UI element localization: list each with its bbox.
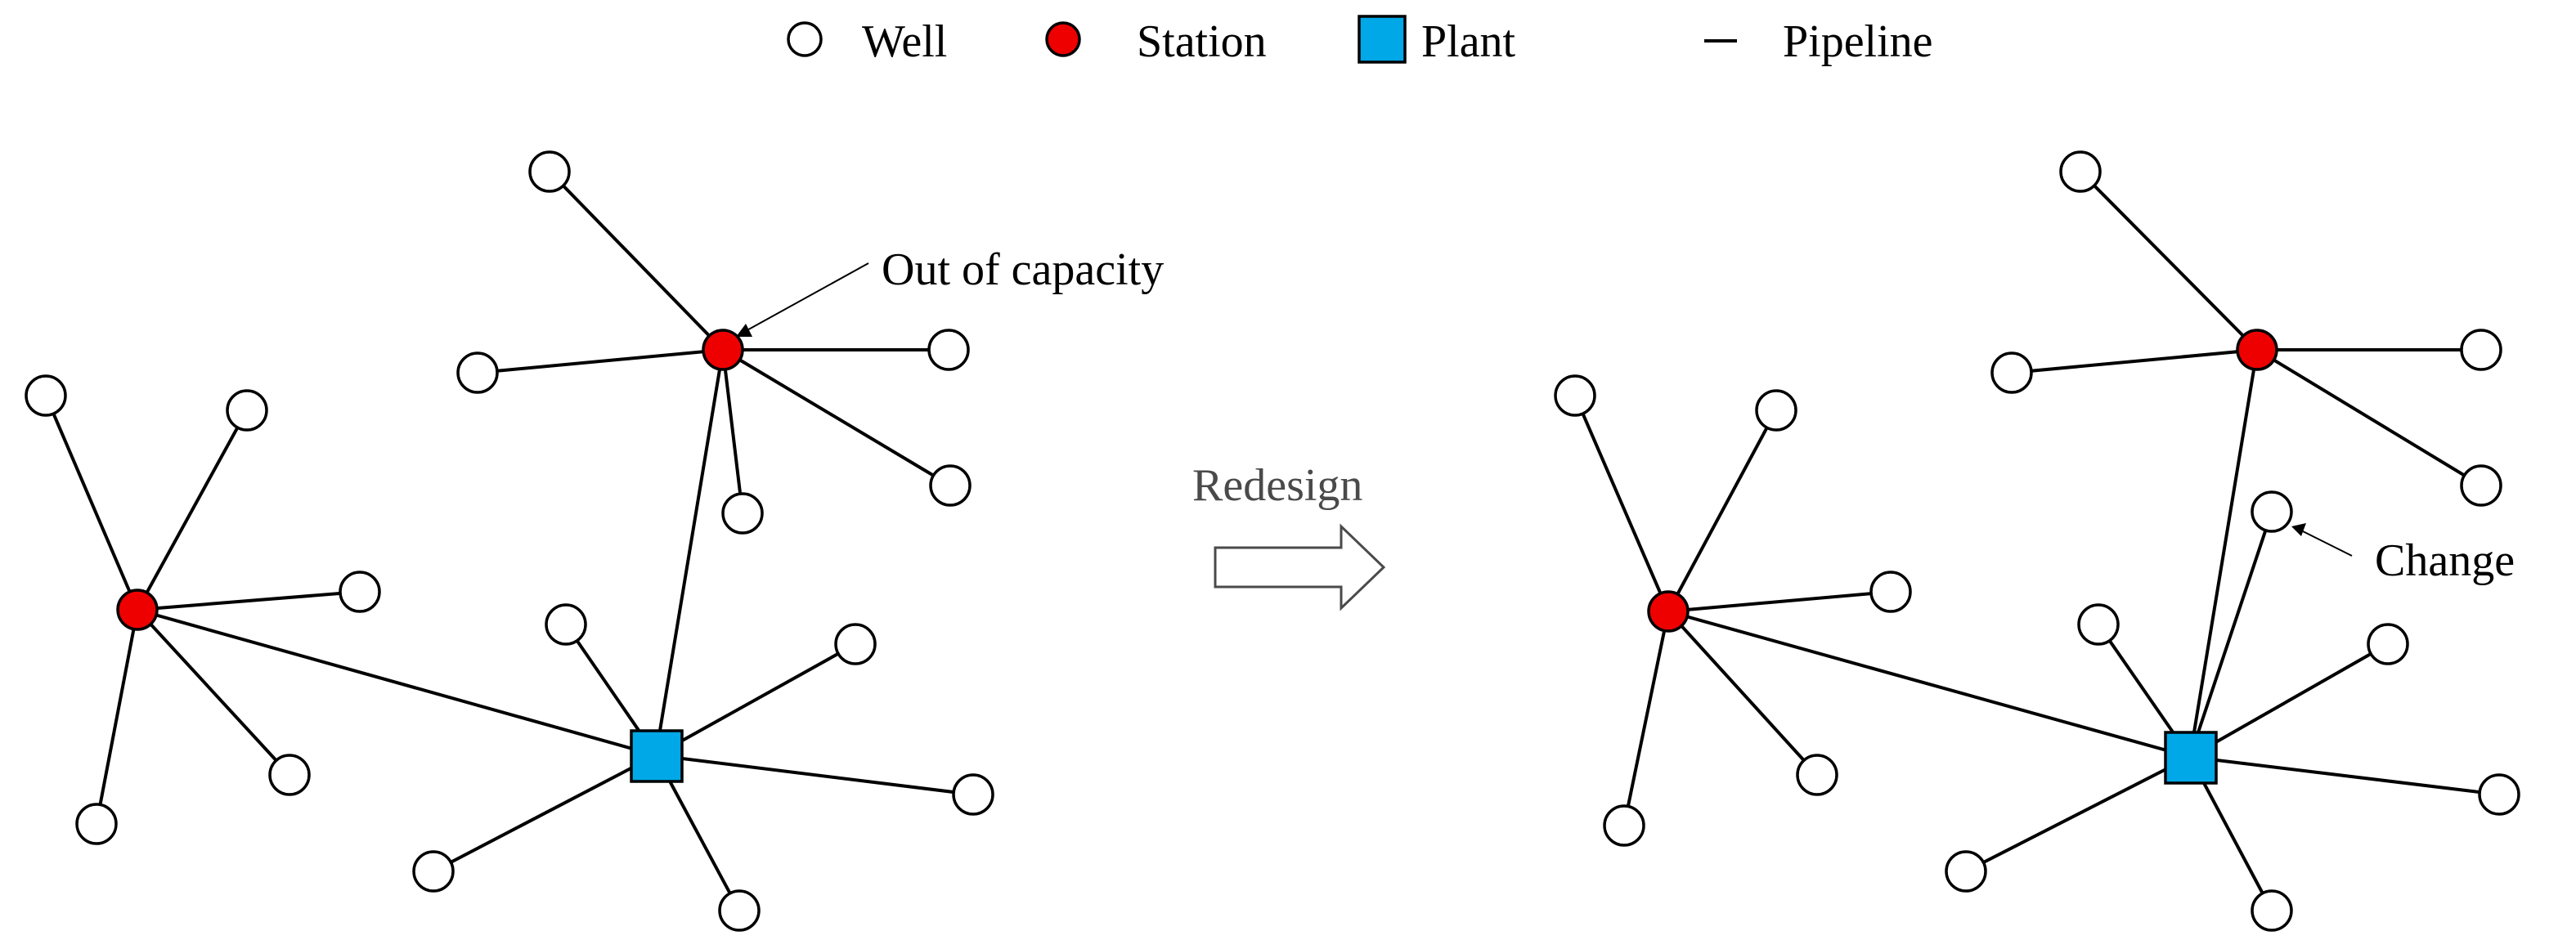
- wells-after: [1554, 150, 2520, 932]
- legend-pipeline-label: Pipeline: [1783, 16, 1933, 67]
- pipeline: [1667, 610, 2191, 759]
- well: [2478, 773, 2520, 816]
- pipeline: [95, 609, 139, 825]
- well: [412, 850, 455, 893]
- pipeline: [1667, 590, 1892, 613]
- well: [268, 754, 311, 796]
- well: [1755, 389, 1797, 432]
- pipeline: [2255, 348, 2483, 487]
- network-before: [25, 150, 994, 932]
- pipeline: [721, 349, 744, 514]
- legend: Well Station Plant Pipeline: [787, 15, 1933, 67]
- pipelines-after: [1573, 170, 2500, 911]
- pipeline: [1667, 410, 1778, 612]
- well: [1945, 850, 1987, 893]
- well: [2251, 889, 2293, 932]
- station-out-of-capacity: [702, 329, 744, 371]
- well: [1554, 374, 1596, 417]
- well: [2460, 329, 2502, 371]
- legend-well-label: Well: [862, 16, 947, 67]
- well: [2077, 603, 2120, 646]
- well: [1990, 351, 2033, 394]
- pipeline: [44, 395, 139, 611]
- well: [339, 571, 381, 613]
- pipeline: [721, 348, 952, 487]
- pipeline-changed: [2188, 511, 2273, 758]
- well: [456, 351, 499, 394]
- well: [2460, 464, 2502, 507]
- well: [528, 150, 571, 193]
- pipeline: [136, 608, 291, 777]
- network-after: [1554, 150, 2520, 932]
- well: [2059, 150, 2102, 193]
- well: [834, 623, 877, 665]
- pipeline: [654, 349, 725, 756]
- well: [952, 773, 994, 816]
- pipeline: [2189, 642, 2389, 759]
- pipeline: [2079, 170, 2259, 351]
- legend-plant-label: Plant: [1421, 16, 1516, 67]
- pipeline: [1573, 395, 1670, 612]
- annotation-pointer-line: [743, 262, 869, 333]
- well: [721, 492, 764, 535]
- legend-plant-symbol: [1358, 15, 1407, 64]
- pipeline: [1965, 755, 2191, 873]
- plant: [2164, 731, 2218, 785]
- pipeline: [655, 642, 856, 757]
- redesign-arrow-icon: [1214, 523, 1386, 611]
- pipeline: [137, 590, 361, 611]
- pipeline: [137, 608, 657, 757]
- legend-well-symbol: [787, 21, 823, 57]
- pipeline: [548, 170, 725, 351]
- well: [25, 374, 67, 417]
- plant: [630, 729, 684, 783]
- annotation-pointer-line: [2299, 529, 2353, 557]
- out-of-capacity-label: Out of capacity: [882, 244, 1164, 295]
- annotation-arrowhead: [2291, 523, 2306, 536]
- well: [927, 329, 970, 371]
- well: [75, 803, 118, 845]
- pipeline: [136, 410, 249, 611]
- pipeline: [2011, 348, 2258, 374]
- redesign-label: Redesign: [1192, 460, 1362, 511]
- pipeline: [433, 754, 657, 873]
- redesign-transition: Redesign: [1192, 460, 1386, 611]
- pipeline: [1622, 611, 1670, 826]
- out-of-capacity-annotation: Out of capacity: [736, 244, 1164, 337]
- station: [1647, 590, 1690, 633]
- well: [929, 464, 972, 507]
- well: [2367, 623, 2409, 665]
- well: [1796, 754, 1838, 796]
- well: [1603, 804, 1645, 847]
- pipeline: [655, 754, 974, 796]
- change-label: Change: [2375, 535, 2515, 586]
- station: [116, 589, 159, 631]
- wells-before: [25, 150, 994, 932]
- pipeline: [477, 348, 724, 374]
- change-annotation: Change: [2291, 523, 2515, 586]
- well: [545, 603, 587, 646]
- well-changed: [2251, 490, 2293, 533]
- pipeline: [2188, 349, 2259, 758]
- well: [1869, 571, 1912, 613]
- well: [226, 389, 268, 432]
- legend-station-symbol: [1045, 21, 1081, 57]
- pipeline: [1667, 610, 1819, 777]
- pipeline: [2189, 755, 2500, 796]
- station: [2236, 329, 2278, 371]
- annotation-arrowhead: [736, 324, 752, 337]
- well: [718, 889, 761, 932]
- legend-station-label: Station: [1137, 16, 1267, 67]
